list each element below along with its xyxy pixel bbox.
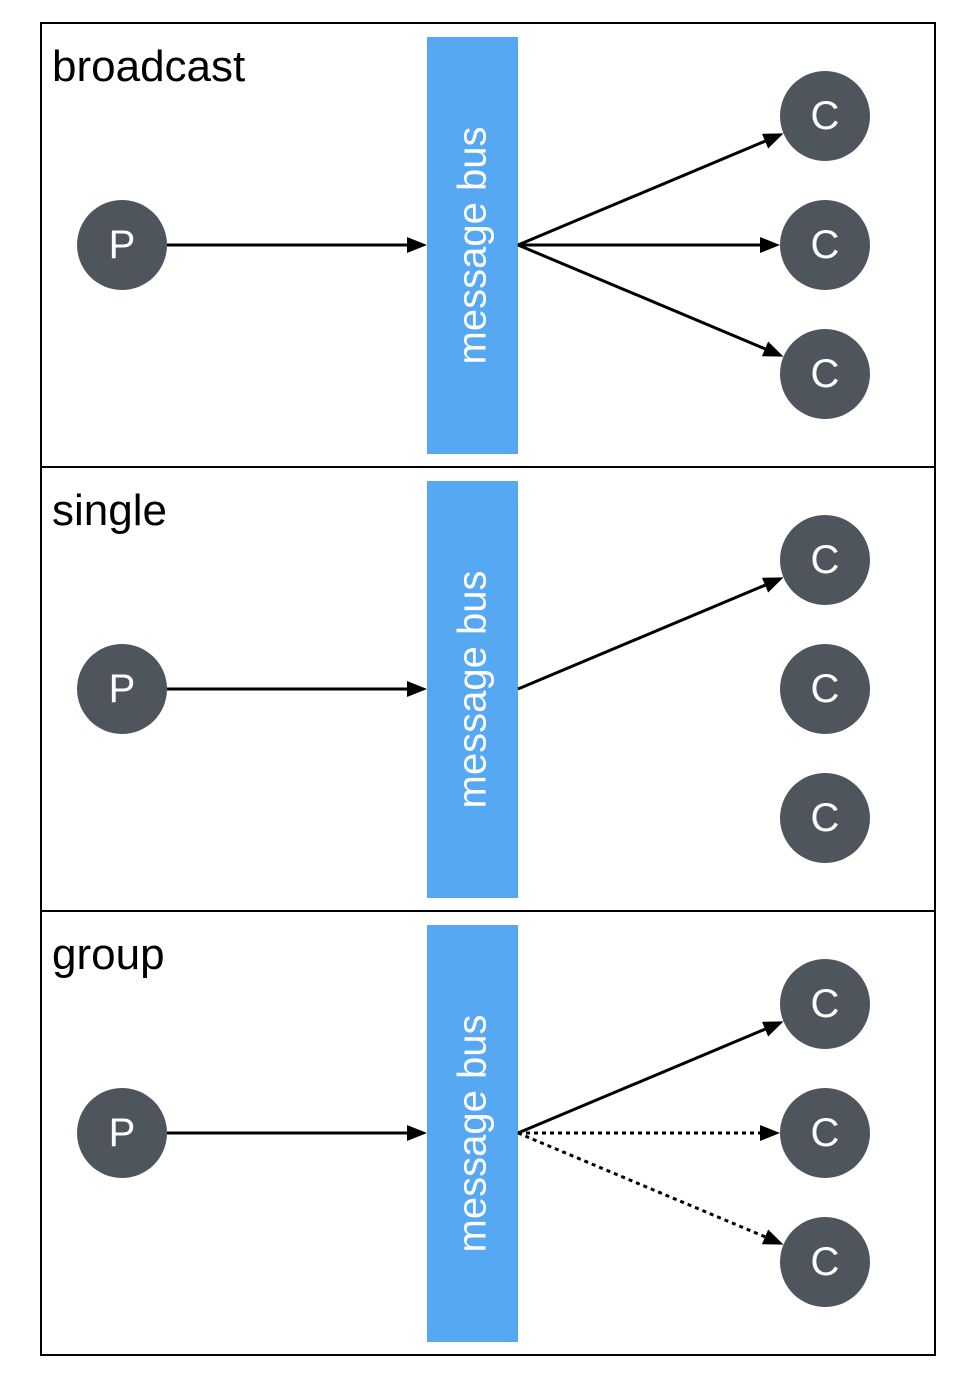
- producer-to-bus-arrow: [167, 1125, 427, 1141]
- consumer-circle: [780, 1088, 870, 1178]
- producer-to-bus-arrow: [167, 237, 427, 253]
- bus-to-consumer-3-arrow: [517, 243, 784, 357]
- producer-label: P: [109, 1111, 136, 1155]
- bus-to-consumer-3-arrow-arrowhead: [761, 1229, 784, 1245]
- panel-single: single message bus P C C C: [40, 466, 936, 912]
- producer-node: P: [77, 200, 167, 290]
- bus-to-consumer-1-arrow-arrowhead: [761, 1021, 784, 1037]
- producer-circle: [77, 200, 167, 290]
- producer-circle: [77, 1088, 167, 1178]
- consumer-label: C: [811, 94, 840, 138]
- consumer-circle: [780, 200, 870, 290]
- consumer-node-3: C: [780, 773, 870, 863]
- producer-circle: [77, 644, 167, 734]
- bus-to-consumer-2-arrow: [518, 1125, 780, 1141]
- consumer-node-2: C: [780, 200, 870, 290]
- consumer-node-3: C: [780, 1217, 870, 1307]
- consumer-node-3: C: [780, 329, 870, 419]
- producer-to-bus-arrow-arrowhead: [407, 1125, 427, 1141]
- message-bus-bar: [427, 37, 518, 454]
- consumer-label: C: [811, 667, 840, 711]
- bus-to-consumer-1-arrow-line: [517, 139, 766, 247]
- consumer-node-2: C: [780, 644, 870, 734]
- producer-label: P: [109, 667, 136, 711]
- panel-border: [40, 910, 936, 1356]
- consumer-circle: [780, 644, 870, 734]
- panel-title: group: [52, 930, 165, 979]
- consumer-node-1: C: [780, 515, 870, 605]
- bus-to-consumer-2-arrow: [518, 237, 780, 253]
- panel-title: single: [52, 486, 167, 535]
- consumer-label: C: [811, 1240, 840, 1284]
- bus-to-consumer-1-arrow: [517, 577, 784, 691]
- bus-to-consumer-1-arrow-arrowhead: [761, 133, 784, 149]
- message-bus: message bus: [427, 481, 518, 898]
- producer-node: P: [77, 644, 167, 734]
- bus-to-consumer-3-arrow: [517, 1131, 784, 1245]
- consumer-label: C: [811, 1111, 840, 1155]
- bus-to-consumer-1-arrow-line: [517, 583, 766, 691]
- consumer-node-1: C: [780, 71, 870, 161]
- bus-to-consumer-3-arrow-arrowhead: [761, 341, 784, 357]
- message-bus: message bus: [427, 925, 518, 1342]
- producer-to-bus-arrow: [167, 681, 427, 697]
- consumer-node-2: C: [780, 1088, 870, 1178]
- bus-to-consumer-2-arrow-arrowhead: [760, 237, 780, 253]
- consumer-circle: [780, 71, 870, 161]
- bus-to-consumer-1-arrow: [517, 1021, 784, 1135]
- panel-title: broadcast: [52, 42, 245, 91]
- consumer-label: C: [811, 796, 840, 840]
- producer-node: P: [77, 1088, 167, 1178]
- producer-to-bus-arrow-arrowhead: [407, 681, 427, 697]
- panel-broadcast: broadcast message bus P C C C: [40, 22, 936, 468]
- consumer-label: C: [811, 223, 840, 267]
- bus-to-consumer-1-arrow-arrowhead: [761, 577, 784, 593]
- consumer-circle: [780, 773, 870, 863]
- bus-to-consumer-3-arrow-line: [517, 243, 766, 351]
- producer-to-bus-arrow-arrowhead: [407, 237, 427, 253]
- message-bus-label: message bus: [451, 571, 495, 809]
- message-bus-label: message bus: [451, 127, 495, 365]
- consumer-circle: [780, 515, 870, 605]
- bus-to-consumer-2-arrow-arrowhead: [760, 1125, 780, 1141]
- consumer-circle: [780, 329, 870, 419]
- producer-label: P: [109, 223, 136, 267]
- consumer-label: C: [811, 982, 840, 1026]
- bus-to-consumer-1-arrow: [517, 133, 784, 247]
- message-bus-bar: [427, 925, 518, 1342]
- message-bus-label: message bus: [451, 1015, 495, 1253]
- consumer-label: C: [811, 352, 840, 396]
- consumer-node-1: C: [780, 959, 870, 1049]
- message-bus-bar: [427, 481, 518, 898]
- consumer-label: C: [811, 538, 840, 582]
- bus-to-consumer-1-arrow-line: [517, 1027, 766, 1135]
- panel-group: group message bus P C C C: [40, 910, 936, 1356]
- bus-to-consumer-3-arrow-line: [517, 1131, 766, 1239]
- message-bus: message bus: [427, 37, 518, 454]
- consumer-circle: [780, 959, 870, 1049]
- consumer-circle: [780, 1217, 870, 1307]
